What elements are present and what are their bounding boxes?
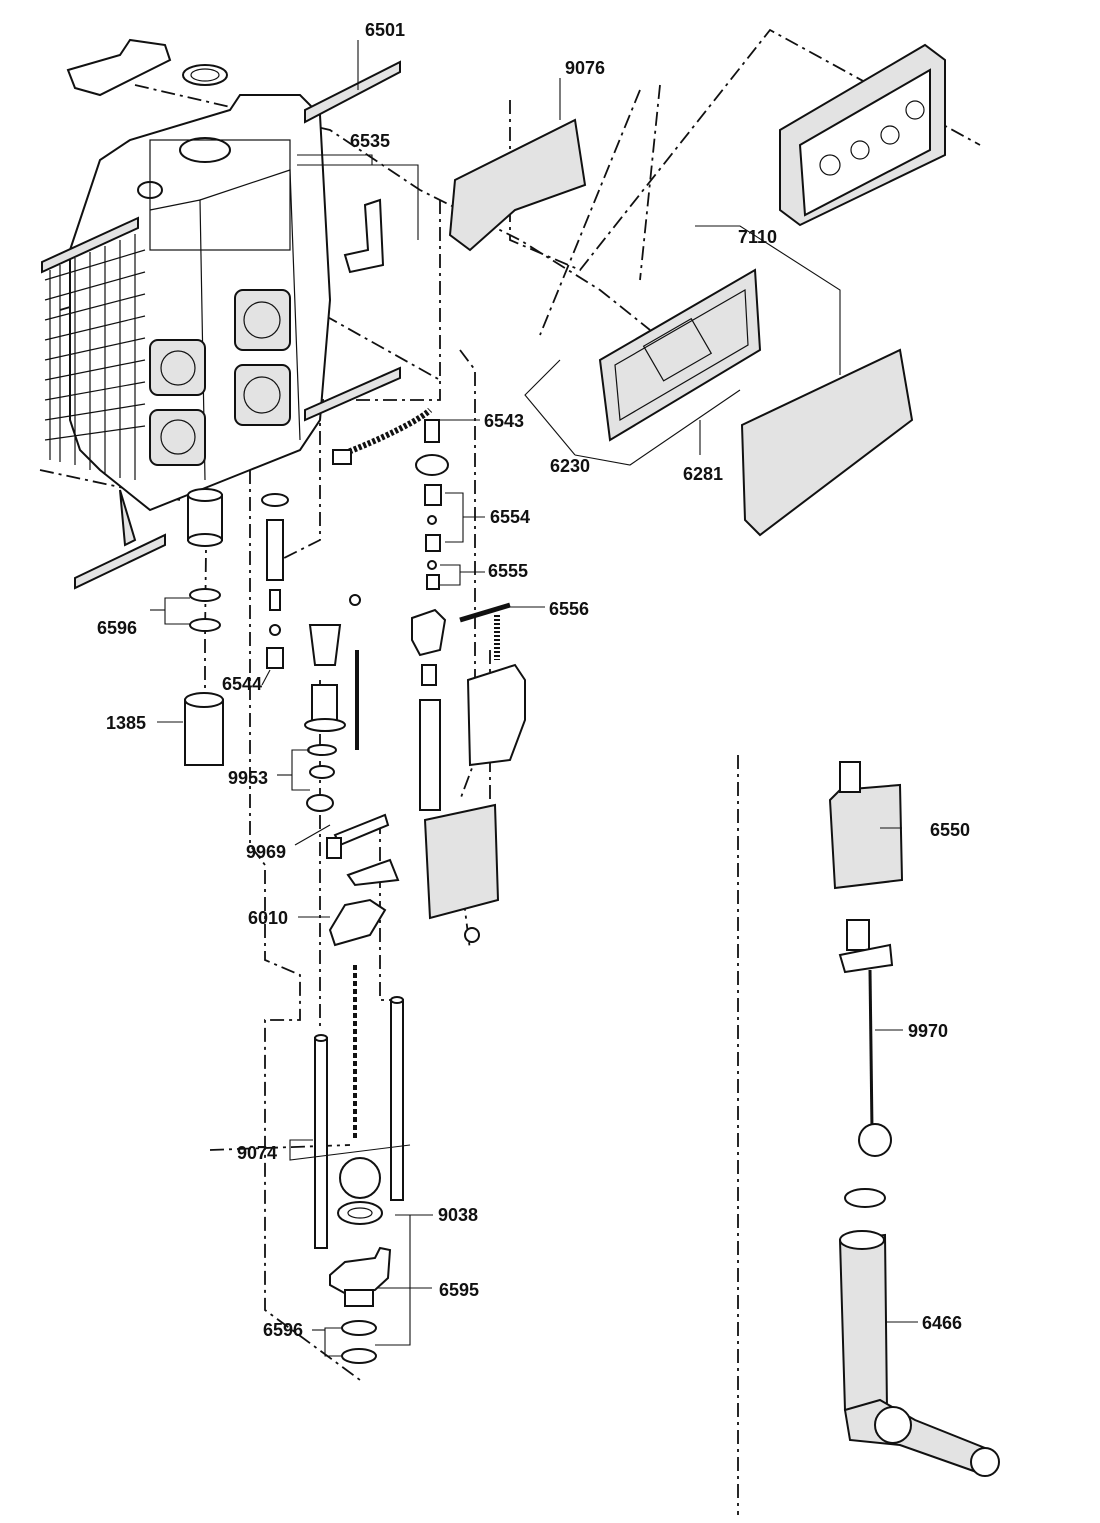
label-9076: 9076 [565,58,605,78]
cover-panel [740,348,914,537]
hose-6543 [332,407,440,465]
label-7110: 7110 [738,227,777,247]
label-6550: 6550 [930,820,970,840]
label-6281: 6281 [683,464,723,484]
label-9970: 9970 [908,1021,948,1041]
top-left-parts [66,38,228,97]
left-column-parts [184,493,289,766]
center-column-parts [304,594,400,1140]
mounting-rails [41,60,401,590]
label-9038: 9038 [438,1205,478,1225]
leader-lines [150,40,918,1357]
rods-9074 [314,996,404,1249]
cistern-frame [44,94,332,547]
label-6596-upper: 6596 [97,618,137,638]
label-6556: 6556 [549,599,589,619]
pipe-6466 [838,1188,1000,1477]
label-6010: 6010 [248,908,288,928]
outlet-valve-parts [329,1157,392,1364]
part-labels: 6501 9076 6535 7110 6543 6230 6281 6554 … [97,20,970,1340]
label-6544: 6544 [222,674,262,694]
label-1385: 1385 [106,713,146,733]
label-6535: 6535 [350,131,390,151]
alt-fill-valve-6550 [828,761,904,890]
label-6595: 6595 [439,1280,479,1300]
panel-7110 [598,268,762,442]
label-6543: 6543 [484,411,524,431]
label-9969: 9969 [246,842,286,862]
label-9074: 9074 [237,1143,277,1163]
label-6554: 6554 [490,507,530,527]
top-right-frame [779,43,946,227]
label-6501: 6501 [365,20,405,40]
label-6596-lower: 6596 [263,1320,303,1340]
label-9953: 9953 [228,768,268,788]
bracket-6535 [343,198,385,274]
label-6230: 6230 [550,456,590,476]
alt-flush-valve-9970 [838,919,894,1157]
label-6555: 6555 [488,561,528,581]
label-6466: 6466 [922,1313,962,1333]
plate-9076 [448,118,587,252]
float-box [423,663,526,943]
valve-stack [411,454,511,811]
